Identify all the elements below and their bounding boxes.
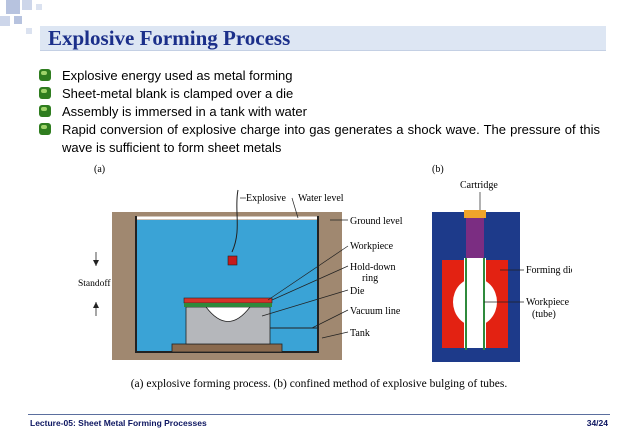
standoff-arrowhead bbox=[93, 260, 99, 266]
leader-line bbox=[311, 309, 349, 329]
die-block bbox=[185, 306, 271, 345]
ground-left-wall bbox=[112, 224, 136, 354]
slide-title: Explosive Forming Process bbox=[48, 26, 291, 50]
figure-caption: (a) explosive forming process. (b) confi… bbox=[130, 378, 508, 390]
ground-right-wall bbox=[318, 224, 342, 354]
tube-wall-left bbox=[465, 258, 467, 350]
bullet-list: Explosive energy used as metal forming S… bbox=[38, 67, 600, 157]
bullet-item: Sheet-metal blank is clamped over a die bbox=[38, 85, 600, 103]
cartridge-cap bbox=[464, 210, 486, 218]
cartridge-label: Cartridge bbox=[460, 180, 498, 191]
bullet-item: Rapid conversion of explosive charge int… bbox=[38, 121, 600, 157]
green-gem-icon bbox=[39, 69, 51, 81]
hold-down-ring bbox=[183, 297, 273, 304]
tank-base bbox=[171, 343, 283, 353]
water-level-label: Water level bbox=[298, 193, 344, 204]
green-gem-icon bbox=[39, 123, 51, 135]
panel-b-label: (b) bbox=[432, 164, 444, 175]
explosive-label: Explosive bbox=[246, 193, 287, 204]
workpiece-label: Workpiece bbox=[350, 241, 394, 252]
leader-line bbox=[321, 331, 349, 339]
bullet-item: Assembly is immersed in a tank with wate… bbox=[38, 103, 600, 121]
corner-square bbox=[6, 0, 20, 14]
footer-divider bbox=[28, 414, 610, 415]
cartridge bbox=[466, 218, 484, 258]
bullet-text: Sheet-metal blank is clamped over a die bbox=[62, 86, 294, 101]
leader-line bbox=[261, 289, 349, 317]
footer-page-number: 34/24 bbox=[586, 418, 608, 428]
bullet-text: Explosive energy used as metal forming bbox=[62, 68, 293, 83]
ground-bottom bbox=[112, 350, 342, 360]
explosive-wire bbox=[231, 189, 239, 253]
corner-square bbox=[26, 28, 32, 34]
hold-down-label: Hold-down bbox=[350, 262, 396, 273]
workpiece-tube-label: Workpiece bbox=[526, 297, 570, 308]
bullet-item: Explosive energy used as metal forming bbox=[38, 67, 600, 85]
die-cavity bbox=[205, 306, 251, 322]
hold-down-ring-label: ring bbox=[362, 273, 378, 284]
ground-level-label: Ground level bbox=[350, 216, 403, 227]
workpiece-sheet bbox=[184, 303, 272, 307]
footer-lecture-title: Lecture-05: Sheet Metal Forming Processe… bbox=[30, 418, 207, 428]
corner-square bbox=[22, 0, 32, 10]
bulged-cavity bbox=[453, 278, 497, 326]
panel-a-label: (a) bbox=[94, 164, 105, 175]
forming-die-right bbox=[486, 260, 508, 348]
tank-label: Tank bbox=[350, 328, 370, 339]
bullet-text: Rapid conversion of explosive charge int… bbox=[62, 122, 600, 155]
explosive-charge bbox=[227, 255, 238, 266]
standoff-arrowhead bbox=[93, 302, 99, 308]
explosive-forming-diagram: (a) Standoff Explosive Water level Groun… bbox=[78, 164, 572, 362]
forming-die-label: Forming die bbox=[526, 265, 572, 276]
green-gem-icon bbox=[39, 105, 51, 117]
tube-wall-right bbox=[483, 258, 485, 350]
standoff-label: Standoff bbox=[78, 278, 111, 289]
bullet-text: Assembly is immersed in a tank with wate… bbox=[62, 104, 307, 119]
leader-line bbox=[271, 265, 349, 301]
die-label: Die bbox=[350, 286, 365, 297]
forming-die-left bbox=[442, 260, 464, 348]
vacuum-line-label: Vacuum line bbox=[350, 306, 401, 317]
title-bar bbox=[40, 26, 606, 51]
leader-line bbox=[291, 197, 299, 219]
green-gem-icon bbox=[39, 87, 51, 99]
corner-square bbox=[36, 4, 42, 10]
corner-square bbox=[0, 16, 10, 26]
leader-line bbox=[267, 245, 349, 301]
corner-square bbox=[14, 16, 22, 24]
tube-label: (tube) bbox=[532, 309, 556, 320]
